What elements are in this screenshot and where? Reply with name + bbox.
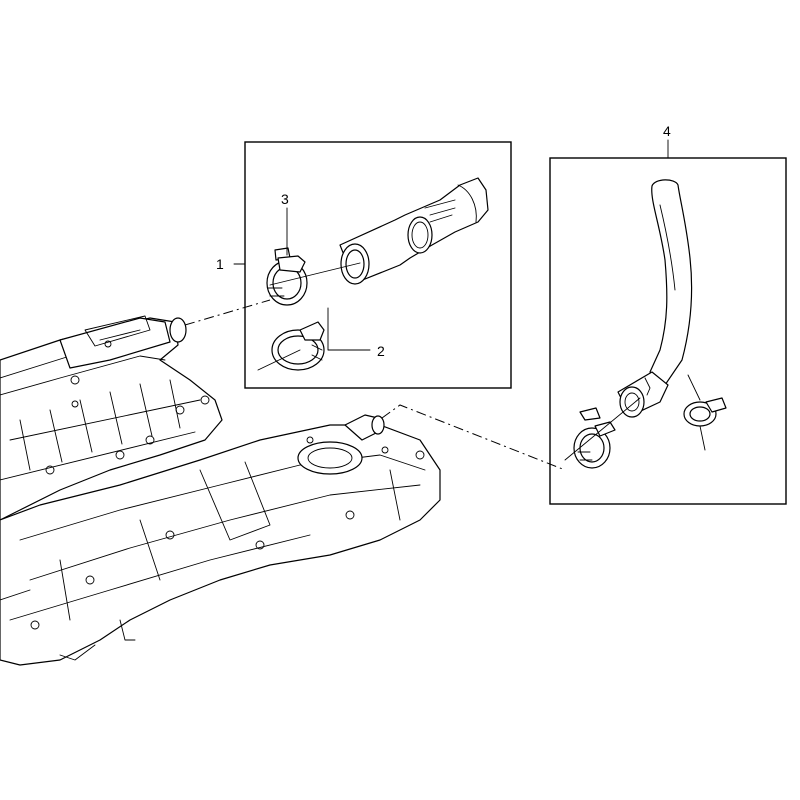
callout-1: 1 [216,256,224,272]
connection-line-1 [184,299,271,326]
detail-box-4 [549,157,787,505]
intake-manifold-drawing [0,315,441,666]
connection-line-4 [381,404,566,471]
callout-4: 4 [663,123,671,139]
clamp-right-part [683,397,727,451]
hose-part [339,177,489,285]
callout-3: 3 [281,191,289,207]
bent-hose-part [617,179,693,418]
clamp-left-part [573,407,616,469]
callout-2: 2 [377,343,385,359]
detail-box-1 [244,141,512,389]
clamp-3-part [266,247,308,306]
clamp-2-part [271,321,325,371]
